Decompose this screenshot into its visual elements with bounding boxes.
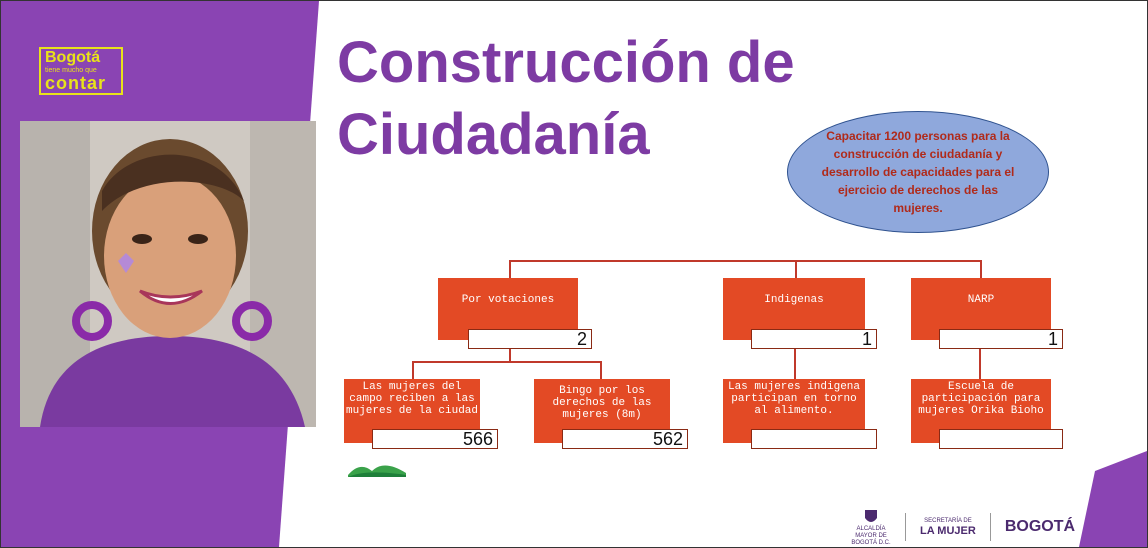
footer-separator [905, 513, 906, 541]
footer-separator-2 [989, 513, 991, 541]
alcaldia-logo: ALCALDÍA MAYOR DE BOGOTÁ D.C. [851, 508, 891, 547]
mountains-icon [348, 465, 406, 477]
value-bingo: 562 [562, 429, 688, 449]
connector-sub-horizontal [412, 361, 602, 363]
portrait-image [20, 121, 316, 427]
page-title: Construcción de Ciudadanía [337, 30, 795, 167]
connector-indigenas-down [794, 347, 796, 379]
connector-to-votaciones [509, 260, 511, 279]
value-indigenas: 1 [751, 329, 877, 349]
connector-to-narp [980, 260, 982, 279]
footer-logos: ALCALDÍA MAYOR DE BOGOTÁ D.C. SECRETARÍA… [851, 508, 1076, 547]
connector-top-horizontal [509, 260, 982, 262]
value-mujeres-indigena [751, 429, 877, 449]
goal-text: Capacitar 1200 personas para la construc… [821, 129, 1015, 215]
connector-top-center [795, 260, 797, 279]
bogota-logo: Bogotá tiene mucho que contar [39, 47, 139, 97]
coat-of-arms-icon [865, 509, 877, 522]
value-narp: 1 [939, 329, 1063, 349]
value-mujeres-campo: 566 [372, 429, 498, 449]
bogota-wordmark: BOGOTÁ [1004, 518, 1076, 535]
secretaria-logo: SECRETARÍA DE LA MUJER [920, 517, 976, 537]
connector-to-campo [412, 361, 414, 379]
value-escuela [939, 429, 1063, 449]
connector-narp-down [979, 347, 981, 379]
woman-photo [20, 121, 316, 427]
connector-to-bingo [600, 361, 602, 379]
connector-votaciones-down [509, 347, 511, 363]
goal-ellipse: Capacitar 1200 personas para la construc… [787, 111, 1049, 233]
value-por-votaciones: 2 [468, 329, 592, 349]
